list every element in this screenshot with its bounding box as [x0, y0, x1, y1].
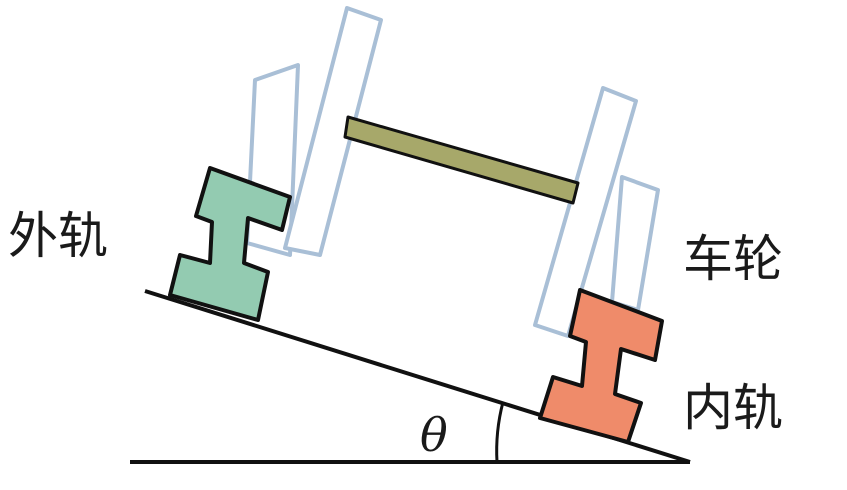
angle-theta-label: θ: [420, 408, 448, 462]
left-wheel-inner-flange: [283, 6, 383, 257]
axle-bar: [343, 115, 580, 205]
wheel-label: 车轮: [683, 230, 783, 288]
inner-rail: [538, 288, 664, 444]
outer-rail: [168, 166, 292, 322]
right-wheel-outer-flange: [610, 175, 660, 312]
angle-arc: [495, 401, 505, 463]
outer-rail-label: 外轨: [8, 207, 108, 265]
inner-rail-label: 内轨: [683, 379, 783, 437]
